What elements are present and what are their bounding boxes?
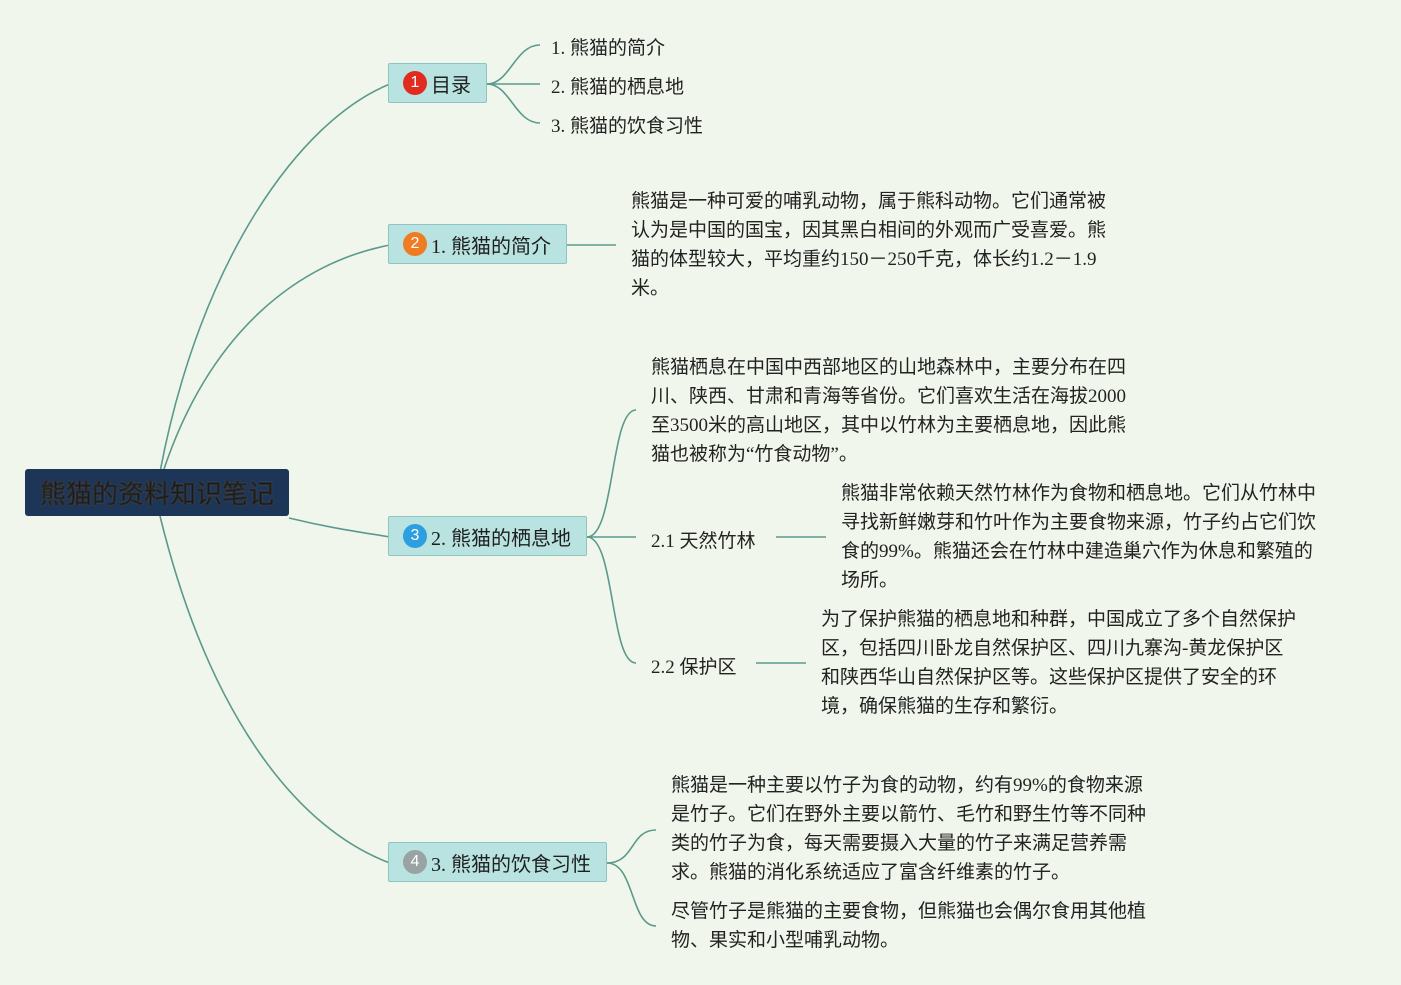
text-line: 境，确保熊猫的生存和繁衍。 xyxy=(821,696,1069,717)
link-diet-text2 xyxy=(606,862,657,927)
text-line: 物、果实和小型哺乳动物。 xyxy=(671,930,900,951)
reserve-text[interactable]: 为了保护熊猫的栖息地和种群，中国成立了多个自然保护 区，包括四川卧龙自然保护区、… xyxy=(821,605,1296,721)
bamboo-text[interactable]: 熊猫非常依赖天然竹林作为食物和栖息地。它们从竹林中 寻找新鲜嫩芽和竹叶作为主要食… xyxy=(841,479,1316,595)
link-toc-3 xyxy=(486,83,541,124)
text-line: 熊猫是一种主要以竹子为食的动物，约有99%的食物来源 xyxy=(671,775,1143,796)
text-line: 猫的体型较大，平均重约150－250千克，体长约1.2－1.9 xyxy=(631,249,1097,270)
diet-text-1[interactable]: 熊猫是一种主要以竹子为食的动物，约有99%的食物来源 是竹子。它们在野外主要以箭… xyxy=(671,771,1146,887)
text-line: 求。熊猫的消化系统适应了富含纤维素的竹子。 xyxy=(671,862,1071,883)
number-badge-icon: 1 xyxy=(403,71,427,95)
link-habitat-sub2 xyxy=(586,536,637,664)
number-badge-icon: 2 xyxy=(403,232,427,256)
root-node[interactable]: 熊猫的资料知识笔记 xyxy=(25,469,289,516)
habitat-text[interactable]: 熊猫栖息在中国中西部地区的山地森林中，主要分布在四 川、陕西、甘肃和青海等省份。… xyxy=(651,353,1126,469)
text-line: 是竹子。它们在野外主要以箭竹、毛竹和野生竹等不同种 xyxy=(671,804,1147,825)
text-line: 寻找新鲜嫩芽和竹叶作为主要食物来源，竹子约占它们饮 xyxy=(841,512,1317,533)
toc-item[interactable]: 3. 熊猫的饮食习性 xyxy=(551,116,704,137)
toc-item[interactable]: 1. 熊猫的简介 xyxy=(551,38,666,59)
link-root-toc xyxy=(159,83,391,473)
link-root-diet xyxy=(159,515,391,864)
text-line: 和陕西华山自然保护区等。这些保护区提供了安全的环 xyxy=(821,667,1278,688)
root-title: 熊猫的资料知识笔记 xyxy=(39,480,274,509)
link-toc-1 xyxy=(486,44,541,85)
branch-label: 目录 xyxy=(431,74,471,97)
link-root-habitat xyxy=(288,517,391,538)
link-habitat-text xyxy=(586,409,637,538)
text-line: 场所。 xyxy=(841,570,899,591)
intro-text[interactable]: 熊猫是一种可爱的哺乳动物，属于熊科动物。它们通常被 认为是中国的国宝，因其黑白相… xyxy=(631,187,1106,303)
link-diet-text1 xyxy=(606,829,657,864)
text-line: 熊猫是一种可爱的哺乳动物，属于熊科动物。它们通常被 xyxy=(631,191,1107,212)
text-line: 至3500米的高山地区，其中以竹林为主要栖息地，因此熊 xyxy=(651,415,1127,436)
branch-label: 2. 熊猫的栖息地 xyxy=(431,527,571,550)
text-line: 认为是中国的国宝，因其黑白相间的外观而广受喜爱。熊 xyxy=(631,220,1107,241)
habitat-sub-reserve[interactable]: 2.2 保护区 xyxy=(651,657,737,678)
text-line: 食的99%。熊猫还会在竹林中建造巢穴作为休息和繁殖的 xyxy=(841,541,1313,562)
branch-intro[interactable]: 2 1. 熊猫的简介 xyxy=(388,224,567,264)
branch-diet[interactable]: 4 3. 熊猫的饮食习性 xyxy=(388,842,607,882)
branch-habitat[interactable]: 3 2. 熊猫的栖息地 xyxy=(388,516,587,556)
text-line: 尽管竹子是熊猫的主要食物，但熊猫也会偶尔食用其他植 xyxy=(671,901,1147,922)
text-line: 为了保护熊猫的栖息地和种群，中国成立了多个自然保护 xyxy=(821,609,1297,630)
number-badge-icon: 4 xyxy=(403,850,427,874)
text-line: 熊猫栖息在中国中西部地区的山地森林中，主要分布在四 xyxy=(651,357,1127,378)
text-line: 区，包括四川卧龙自然保护区、四川九寨沟-黄龙保护区 xyxy=(821,638,1284,659)
habitat-sub-bamboo[interactable]: 2.1 天然竹林 xyxy=(651,531,756,552)
branch-toc[interactable]: 1 目录 xyxy=(388,63,487,103)
branch-label: 1. 熊猫的简介 xyxy=(431,235,551,258)
text-line: 米。 xyxy=(631,278,670,299)
text-line: 类的竹子为食，每天需要摄入大量的竹子来满足营养需 xyxy=(671,833,1128,854)
link-root-intro xyxy=(162,244,391,473)
toc-item[interactable]: 2. 熊猫的栖息地 xyxy=(551,77,685,98)
branch-label: 3. 熊猫的饮食习性 xyxy=(431,853,591,876)
diet-text-2[interactable]: 尽管竹子是熊猫的主要食物，但熊猫也会偶尔食用其他植 物、果实和小型哺乳动物。 xyxy=(671,897,1146,955)
text-line: 猫也被称为“竹食动物”。 xyxy=(651,444,858,465)
number-badge-icon: 3 xyxy=(403,524,427,548)
text-line: 川、陕西、甘肃和青海等省份。它们喜欢生活在海拔2000 xyxy=(651,386,1127,407)
text-line: 熊猫非常依赖天然竹林作为食物和栖息地。它们从竹林中 xyxy=(841,483,1317,504)
